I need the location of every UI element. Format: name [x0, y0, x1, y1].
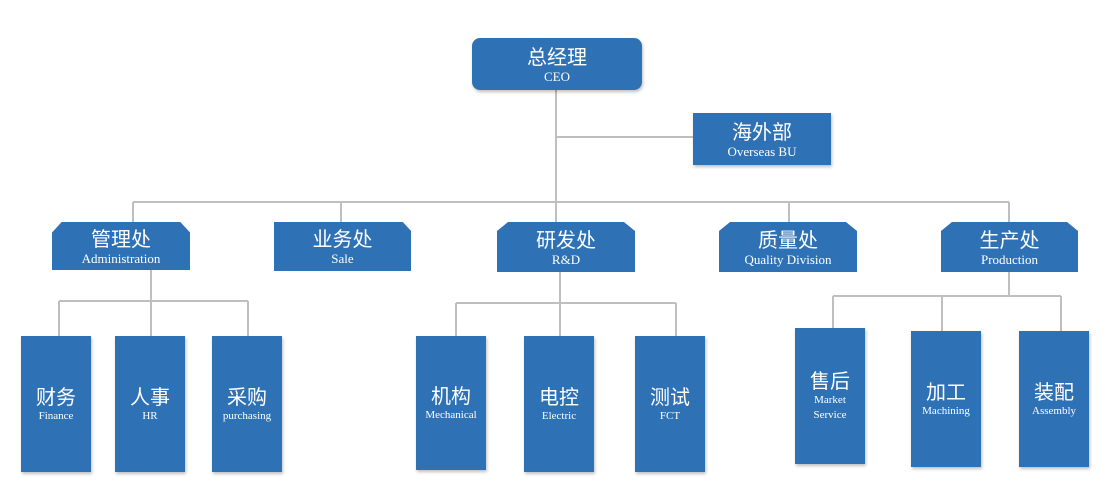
dept-administration-box: 管理处 Administration — [52, 222, 190, 270]
unit-electric-en: Electric — [541, 409, 577, 422]
unit-assembly-en: Assembly — [1032, 404, 1076, 417]
unit-fct-box: 测试 FCT — [635, 336, 705, 472]
dept-sale-en: Sale — [331, 251, 354, 266]
dept-administration-zh: 管理处 — [91, 226, 151, 251]
unit-finance-zh: 财务 — [36, 384, 76, 409]
dept-sale-box: 业务处 Sale — [274, 222, 411, 271]
dept-production-box: 生产处 Production — [941, 222, 1078, 272]
dept-sale-zh: 业务处 — [312, 227, 373, 251]
overseas-title-zh: 海外部 — [732, 119, 792, 144]
unit-hr-en: HR — [142, 409, 158, 422]
dept-administration-en: Administration — [81, 250, 161, 266]
ceo-title-zh: 总经理 — [527, 44, 587, 69]
unit-purchasing-en: purchasing — [222, 409, 272, 422]
unit-fct-zh: 测试 — [650, 384, 690, 409]
unit-machining-en: Machining — [922, 404, 970, 417]
overseas-title-en: Overseas BU — [727, 143, 797, 159]
dept-rd-zh: 研发处 — [536, 227, 596, 252]
dept-quality-box: 质量处 Quality Division — [719, 222, 857, 272]
unit-hr-box: 人事 HR — [115, 336, 185, 472]
ceo-title-en: CEO — [544, 68, 570, 84]
unit-finance-box: 财务 Finance — [21, 336, 91, 472]
dept-production-zh: 生产处 — [979, 227, 1040, 252]
dept-production-en: Production — [980, 251, 1039, 267]
unit-electric-box: 电控 Electric — [524, 336, 594, 472]
dept-rd-box: 研发处 R&D — [497, 222, 635, 272]
unit-machining-zh: 加工 — [926, 379, 966, 404]
dept-rd-en: R&D — [551, 251, 581, 267]
unit-mechanical-box: 机构 Mechanical — [416, 336, 486, 470]
unit-electric-zh: 电控 — [539, 384, 579, 409]
unit-market-service-box: 售后 Market Service — [795, 328, 865, 464]
unit-assembly-zh: 装配 — [1034, 379, 1074, 404]
unit-assembly-box: 装配 Assembly — [1019, 331, 1089, 467]
unit-market-service-zh: 售后 — [810, 369, 850, 393]
unit-purchasing-zh: 采购 — [227, 384, 267, 409]
unit-mechanical-en: Mechanical — [425, 408, 477, 421]
unit-purchasing-box: 采购 purchasing — [212, 336, 282, 472]
unit-finance-en: Finance — [38, 409, 74, 422]
unit-hr-zh: 人事 — [130, 384, 170, 409]
unit-market-service-en: Market Service — [813, 394, 847, 421]
unit-fct-en: FCT — [659, 409, 681, 422]
dept-quality-en: Quality Division — [744, 251, 832, 267]
unit-mechanical-zh: 机构 — [431, 383, 471, 408]
unit-machining-box: 加工 Machining — [911, 331, 981, 467]
dept-quality-zh: 质量处 — [758, 227, 818, 252]
ceo-box: 总经理 CEO — [472, 38, 642, 90]
overseas-bu-box: 海外部 Overseas BU — [693, 113, 831, 165]
